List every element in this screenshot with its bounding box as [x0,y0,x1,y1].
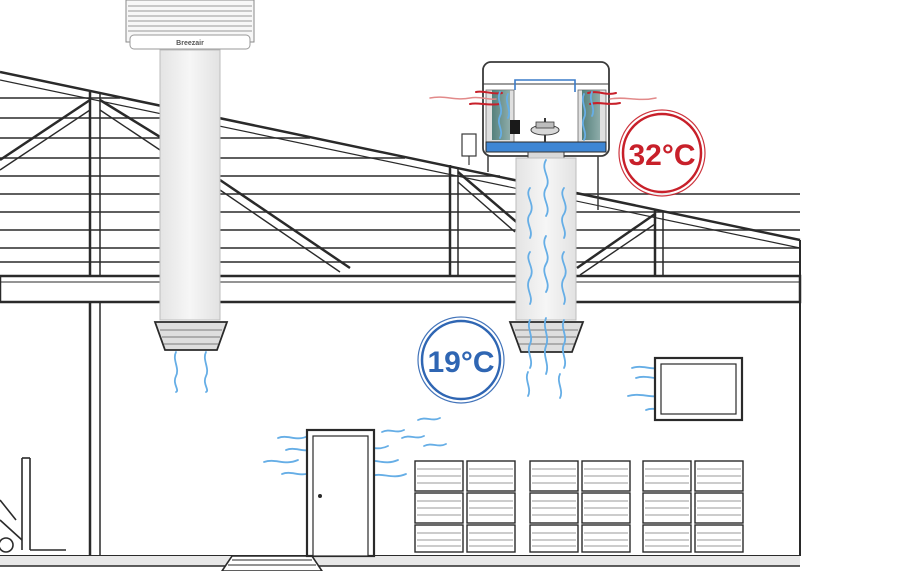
outside-temp-badge: 32°C [618,109,706,197]
crate-slats [417,468,741,547]
crate-stack-2 [529,460,631,553]
pump [510,120,520,134]
inside-temp-badge: 19°C [417,316,505,404]
wall-window [653,356,744,422]
left-cooler-unit: Breezair [125,0,255,50]
roof-structure [0,70,802,304]
control-box [461,133,477,157]
left-duct [153,49,229,351]
left-diffuser [153,321,229,351]
forklift-icon [0,457,66,553]
inside-temp-label: 19°C [427,346,494,379]
building-walls [0,240,801,567]
fan-icon [530,118,560,142]
right-cooler-unit [461,61,610,210]
crate-stack-3 [642,460,744,553]
floor-grate [221,555,323,571]
water-reservoir [485,141,607,153]
door-handle-icon [318,494,322,498]
crate-stacks [414,460,744,553]
crate-stack-1 [414,460,516,553]
door [305,428,376,558]
eave-beam [0,274,802,304]
outside-temp-label: 32°C [628,139,695,172]
brand-label: Breezair [176,40,204,47]
